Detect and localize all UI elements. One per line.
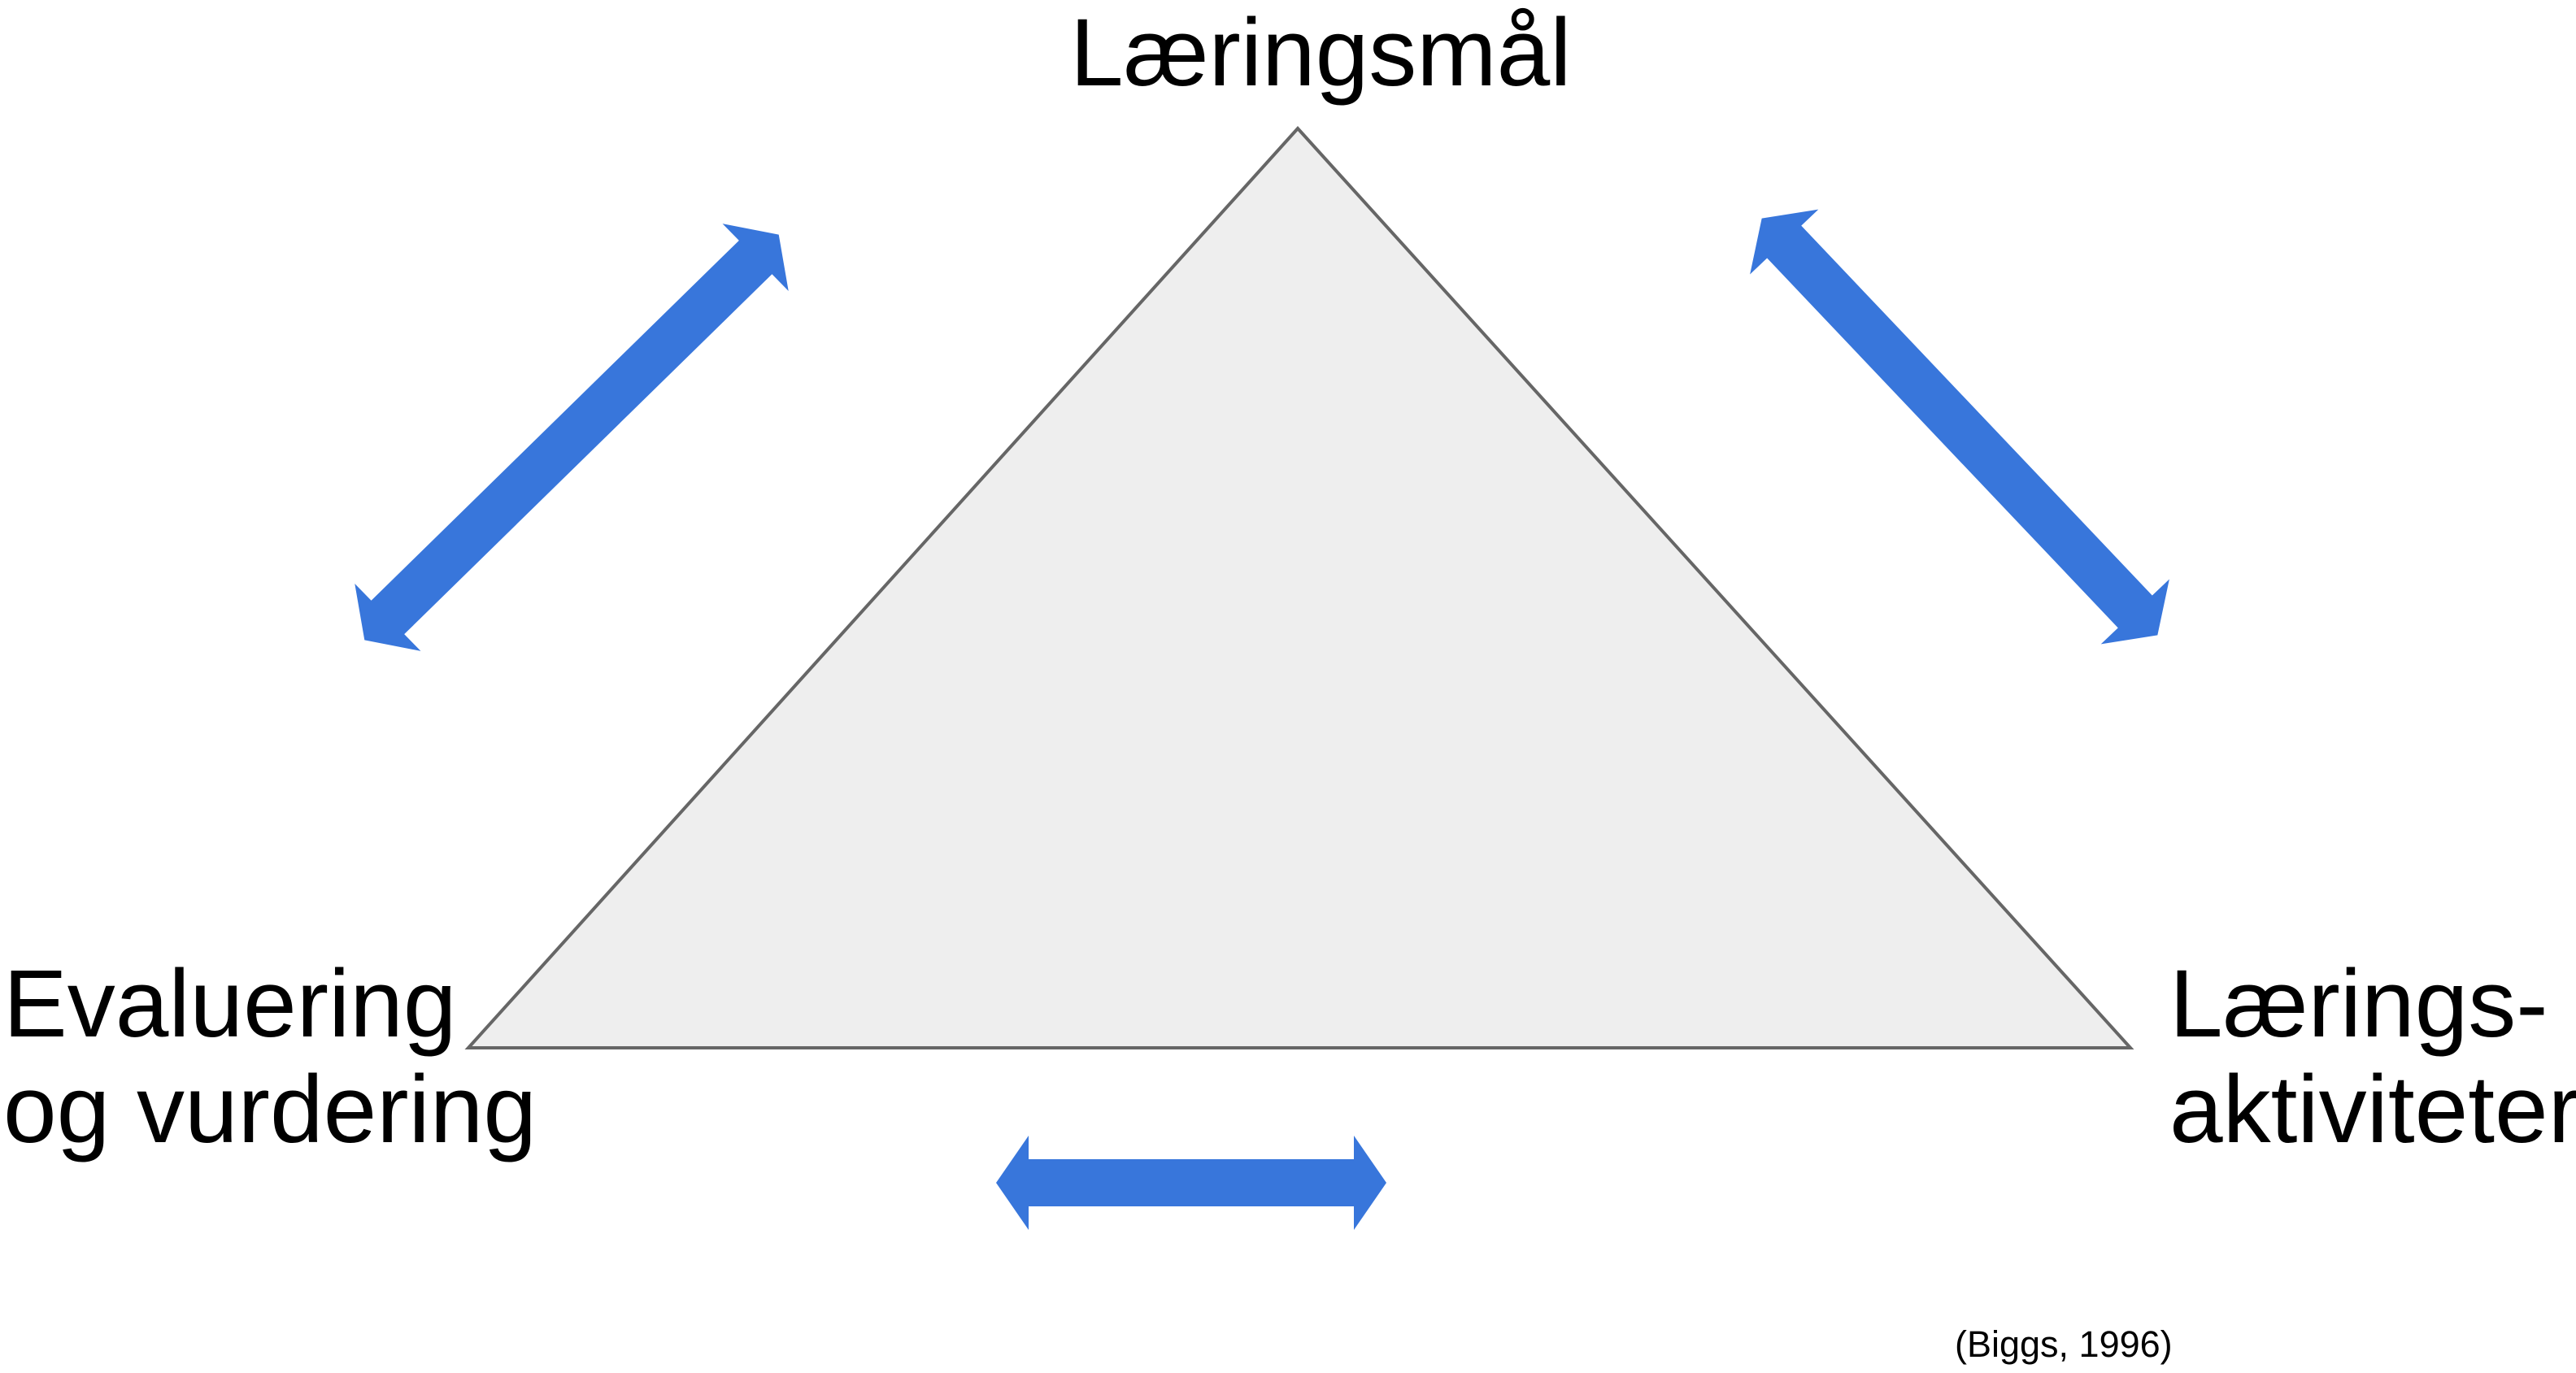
label-activities-line1: Lærings-	[2169, 950, 2548, 1058]
label-evaluation: Evaluering og vurdering	[3, 951, 537, 1162]
citation: (Biggs, 1996)	[1955, 1323, 2173, 1365]
label-activities-line2: aktiviteter	[2169, 1056, 2576, 1163]
label-evaluation-line2: og vurdering	[3, 1056, 537, 1163]
alignment-triangle	[464, 126, 2134, 1049]
label-learning-goals: Læringsmål	[1070, 0, 1572, 106]
double-arrow-goals-activities	[1750, 209, 2169, 645]
double-arrow-goals-evaluation	[355, 224, 789, 651]
label-learning-activities: Lærings- aktiviteter	[2169, 951, 2576, 1162]
label-evaluation-line1: Evaluering	[3, 950, 457, 1058]
double-arrow-evaluation-activities	[996, 1136, 1386, 1230]
